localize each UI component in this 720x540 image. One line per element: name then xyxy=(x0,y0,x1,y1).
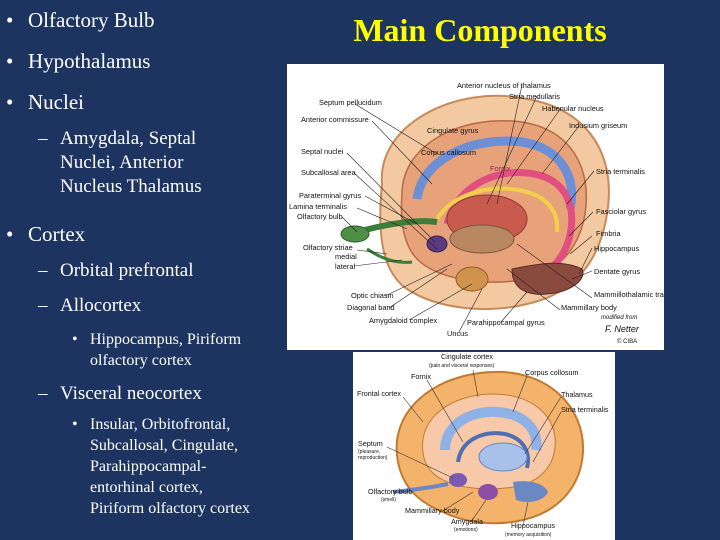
label-hippocampus-sub: (memory acquisition) xyxy=(505,532,552,538)
label-anterior-commissure: Anterior commissure xyxy=(301,115,369,124)
label-indusium-griseum: Indusium griseum xyxy=(569,121,627,130)
label-olfactory-striae: Olfactory striae xyxy=(303,243,353,252)
signature-line2: F. Netter xyxy=(605,324,640,334)
label-mammillothalamic-tract: Mammillothalamic tract xyxy=(594,290,664,299)
label-fornix: Fornix xyxy=(490,164,511,173)
leader-lines xyxy=(386,369,562,527)
label-ciba: © CIBA xyxy=(617,338,637,345)
limbic-system-diagram: Anterior nucleus of thalamus Stria medul… xyxy=(287,64,664,350)
hypothalamus-shape xyxy=(449,224,515,254)
label-corpus-callosum: Corpus callosum xyxy=(421,148,476,157)
corpus-collosum-shape xyxy=(440,406,542,451)
label-olfactory-bulb: Olfactory bulb xyxy=(368,487,412,496)
dash-marker: – xyxy=(38,128,48,149)
label-diagonal-band: Diagonal band xyxy=(347,303,395,312)
label-hippocampus: Hippocampus xyxy=(511,521,555,530)
label-fornix: Fornix xyxy=(411,372,431,381)
brain-limbic-diagram: Cingulate cortex (pain and visceral resp… xyxy=(353,352,615,540)
corpus-callosum-shape xyxy=(412,136,577,211)
label-septum-sub2: reproduction) xyxy=(358,455,388,461)
bullet-marker: • xyxy=(6,49,14,73)
label-dentate-gyrus: Dentate gyrus xyxy=(594,267,640,276)
olfactory-striae-shape xyxy=(366,247,413,264)
olfactory-bulb-shape xyxy=(340,225,370,243)
label-stria-terminalis: Stria terminalis xyxy=(596,167,645,176)
olfactory-tract-shape xyxy=(392,482,449,494)
label-cingulate-cortex: Cingulate cortex xyxy=(441,352,493,361)
amygdala-shape xyxy=(478,484,498,500)
brain-diagram-art: Cingulate cortex (pain and visceral resp… xyxy=(357,352,609,538)
label-corpus-collosum: Corpus collosum xyxy=(525,368,579,377)
fornix-shape xyxy=(456,431,530,469)
label-olfactory-sub: (smell) xyxy=(381,497,396,503)
label-cingulate-gyrus: Cingulate gyrus xyxy=(427,126,479,135)
label-septal-nuclei: Septal nuclei xyxy=(301,147,344,156)
hippocampus-shape xyxy=(513,481,548,502)
label-anterior-nucleus: Anterior nucleus of thalamus xyxy=(457,81,551,90)
slide-title: Main Components xyxy=(353,12,607,48)
label-paraterminal-gyrus: Paraterminal gyrus xyxy=(299,191,361,200)
label-lateral: lateral xyxy=(335,262,355,271)
bullet-marker: • xyxy=(6,222,14,246)
bullet-marker: • xyxy=(6,90,14,114)
label-septum: Septum xyxy=(358,439,383,448)
amygdala-shape xyxy=(455,266,489,292)
label-cingulate-sub: (pain and visceral responses) xyxy=(429,363,495,369)
label-lamina-terminalis: Lamina terminalis xyxy=(289,202,347,211)
septum-shape xyxy=(449,473,467,487)
label-parahippocampal-gyrus: Parahippocampal gyrus xyxy=(467,318,545,327)
label-fimbria: Fimbria xyxy=(596,229,622,238)
label-habenular-nucleus: Habenular nucleus xyxy=(542,104,604,113)
signature-line1: modified from xyxy=(601,315,637,321)
label-optic-chiasm: Optic chiasm xyxy=(351,291,394,300)
label-medial: medial xyxy=(335,252,357,261)
label-amygdaloid-complex: Amygdaloid complex xyxy=(369,316,437,325)
label-amygdala-sub: (emotions) xyxy=(454,527,478,533)
thalamus-shape xyxy=(478,442,528,472)
label-subcallosal-area: Subcallosal area xyxy=(301,168,357,177)
label-hippocampus: Hippocampus xyxy=(594,244,639,253)
label-mammillary-body: Mammillary body xyxy=(561,303,617,312)
small-bullet-marker: • xyxy=(72,331,78,348)
limbic-diagram-art: Anterior nucleus of thalamus Stria medul… xyxy=(289,81,664,345)
label-septum-sub1: (pleasure, xyxy=(358,449,380,455)
septal-nuclei-shape xyxy=(426,235,448,253)
label-septum-pellucidum: Septum pellucidum xyxy=(319,98,382,107)
label-uncus: Uncus xyxy=(447,329,468,338)
dash-marker: – xyxy=(38,260,48,281)
label-thalamus: Thalamus xyxy=(561,390,593,399)
label-frontal-cortex: Frontal cortex xyxy=(357,389,401,398)
label-fasciolar-gyrus: Fasciolar gyrus xyxy=(596,207,646,216)
dash-marker: – xyxy=(38,295,48,316)
label-amygdala: Amygdala xyxy=(451,517,483,526)
bullet-marker: • xyxy=(6,8,14,32)
dash-marker: – xyxy=(38,383,48,404)
label-olfactory-bulb: Olfactory bulb xyxy=(297,212,343,221)
small-bullet-marker: • xyxy=(72,416,78,433)
label-stria-terminalis: Stria terminalis xyxy=(561,405,609,414)
leader-lines xyxy=(341,84,595,333)
label-stria-medullaris: Stria medullaris xyxy=(509,92,560,101)
label-mammillary-body: Mammillary body xyxy=(405,506,460,515)
stria-shape xyxy=(435,186,560,233)
